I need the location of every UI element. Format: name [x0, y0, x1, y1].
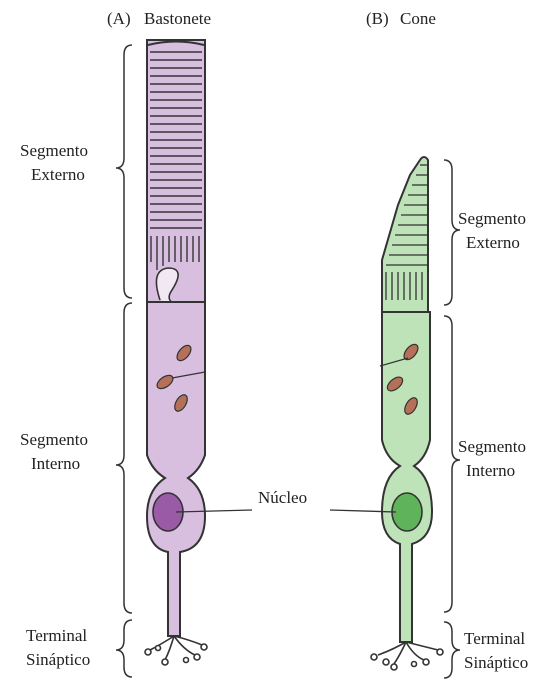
cone-terminal-label-2: Sináptico: [464, 653, 528, 672]
cone-inner-bracket: [444, 316, 460, 612]
rod-title: Bastonete: [144, 9, 211, 28]
rod-terminal-bracket: [116, 620, 132, 677]
rod-inner-label-1: Segmento: [20, 430, 88, 449]
cone-nucleus: [392, 493, 422, 531]
cone-inner-segment: [382, 312, 432, 642]
cone-title-letter: (B): [366, 9, 389, 28]
cone-title: Cone: [400, 9, 436, 28]
cone-inner-label-2: Interno: [466, 461, 515, 480]
rod-outer-label-1: Segmento: [20, 141, 88, 160]
cone-outer-label-1: Segmento: [458, 209, 526, 228]
rod-terminal-label-1: Terminal: [26, 626, 87, 645]
rod-outer-bracket: [116, 45, 132, 298]
cone-terminal-bracket: [444, 622, 460, 678]
cone-inner-label-1: Segmento: [458, 437, 526, 456]
rod-inner-segment: [147, 302, 205, 636]
cone-outer-label-2: Externo: [466, 233, 520, 252]
cone-outer-bracket: [444, 160, 460, 305]
rod-cell: [145, 40, 207, 665]
rod-synaptic-terminal: [145, 636, 207, 665]
rod-terminal-label-2: Sináptico: [26, 650, 90, 669]
cone-cell: [371, 157, 443, 670]
rod-inner-bracket: [116, 303, 132, 613]
nucleus-label: Núcleo: [258, 488, 307, 507]
cone-synaptic-terminal: [371, 642, 443, 670]
rod-brackets: [116, 45, 132, 677]
rod-title-letter: (A): [107, 9, 131, 28]
rod-outer-label-2: Externo: [31, 165, 85, 184]
rod-outer-segment: [147, 40, 205, 302]
rod-inner-label-2: Interno: [31, 454, 80, 473]
cone-brackets: [444, 160, 460, 678]
cone-terminal-label-1: Terminal: [464, 629, 525, 648]
